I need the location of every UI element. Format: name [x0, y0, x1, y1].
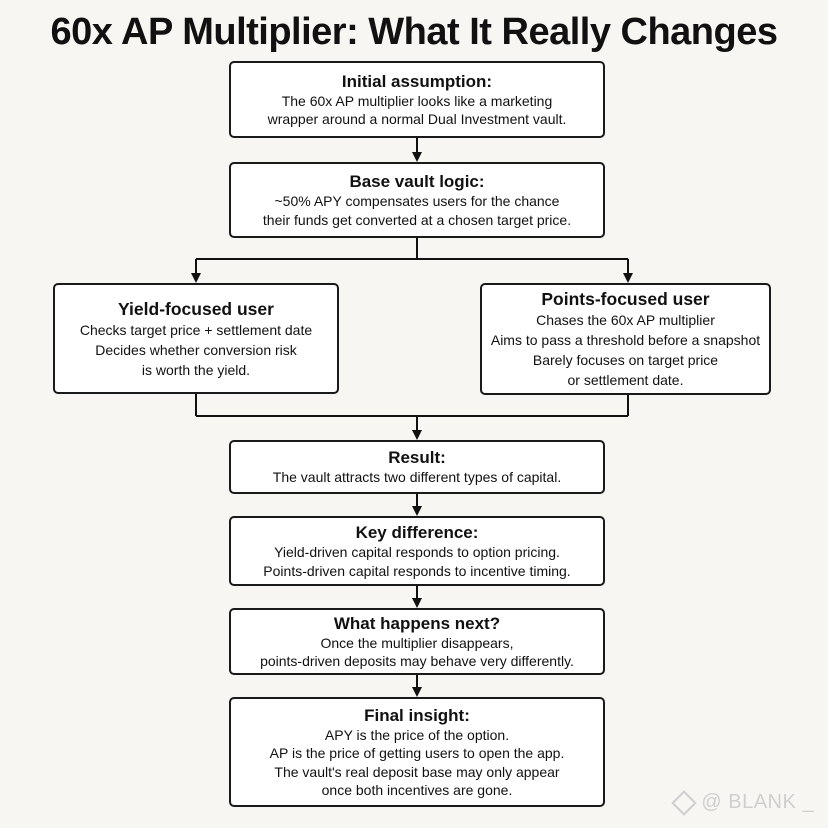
- yield-focused-user-line-1: Checks target price + settlement date: [79, 321, 313, 338]
- final-insight-line-4: once both incentives are gone.: [321, 782, 513, 798]
- final-insight-box: Final insight: APY is the price of the o…: [229, 697, 605, 807]
- watermark: @ BLANK _: [671, 789, 814, 816]
- result-line-1: The vault attracts two different types o…: [272, 469, 562, 486]
- final-insight-line-3: The vault's real deposit base may only a…: [274, 763, 560, 780]
- result-box: Result: The vault attracts two different…: [229, 440, 605, 494]
- base-vault-logic-box: Base vault logic: ~50% APY compensates u…: [229, 162, 605, 238]
- points-focused-user-line-4: or settlement date.: [567, 372, 684, 388]
- diamond-logo-icon: [671, 789, 698, 816]
- key-difference-heading: Key difference:: [355, 523, 479, 542]
- points-focused-user-line-2: Aims to pass a threshold before a snapsh…: [490, 332, 761, 348]
- watermark-text: @ BLANK _: [701, 791, 814, 813]
- key-difference-line-2: Points-driven capital responds to incent…: [263, 562, 571, 579]
- what-happens-next-box: What happens next? Once the multiplier d…: [229, 608, 605, 675]
- points-focused-user-line-3: Barely focuses on target price: [532, 352, 719, 368]
- final-insight-heading: Final insight:: [364, 705, 470, 725]
- base-vault-logic-heading: Base vault logic:: [349, 172, 485, 191]
- final-insight-line-1: APY is the price of the option.: [324, 726, 510, 743]
- key-difference-line-1: Yield-driven capital responds to option …: [274, 544, 560, 560]
- base-vault-logic-line-2: their funds get converted at a chosen ta…: [262, 211, 572, 228]
- yield-focused-user-line-3: is worth the yield.: [141, 361, 251, 378]
- points-focused-user-line-1: Chases the 60x AP multiplier: [536, 312, 715, 328]
- final-insight-line-2: AP is the price of getting users to open…: [269, 745, 565, 761]
- result-heading: Result:: [388, 448, 446, 468]
- initial-assumption-box: Initial assumption: The 60x AP multiplie…: [229, 61, 605, 138]
- key-difference-box: Key difference: Yield-driven capital res…: [229, 516, 605, 586]
- base-vault-logic-line-1: ~50% APY compensates users for the chanc…: [274, 193, 560, 209]
- yield-focused-user-line-2: Decides whether conversion risk: [95, 341, 297, 358]
- diagram-title: 60x AP Multiplier: What It Really Change…: [50, 11, 779, 53]
- points-focused-user-heading: Points-focused user: [541, 289, 710, 309]
- initial-assumption-line-1: The 60x AP multiplier looks like a marke…: [281, 92, 553, 109]
- what-happens-next-line-1: Once the multiplier disappears,: [320, 634, 514, 651]
- what-happens-next-heading: What happens next?: [333, 613, 501, 633]
- yield-focused-user-heading: Yield-focused user: [118, 298, 274, 319]
- points-focused-user-box: Points-focused user Chases the 60x AP mu…: [480, 283, 771, 395]
- initial-assumption-line-2: wrapper around a normal Dual Investment …: [267, 111, 567, 127]
- initial-assumption-heading: Initial assumption:: [341, 71, 493, 91]
- yield-focused-user-box: Yield-focused user Checks target price +…: [53, 283, 339, 394]
- what-happens-next-line-2: points-driven deposits may behave very d…: [260, 653, 574, 669]
